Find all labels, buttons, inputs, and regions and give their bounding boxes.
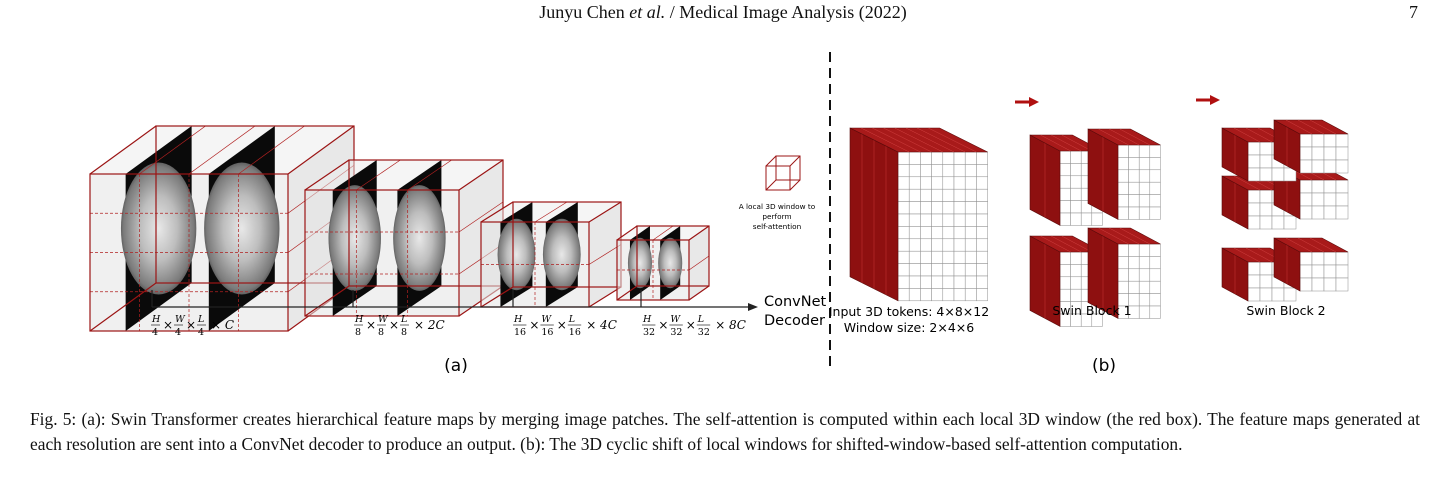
ct-body xyxy=(120,162,197,295)
stage-dimension-label: H4×W4×L4× C xyxy=(151,314,234,338)
fraction-numerator: H xyxy=(513,314,523,325)
times-symbol: × xyxy=(186,318,196,332)
ct-body xyxy=(542,218,581,291)
fraction-denominator: 8 xyxy=(401,327,407,338)
journal-name: / Medical Image Analysis (2022) xyxy=(665,2,907,22)
times-symbol: × xyxy=(529,318,539,332)
window-note-line: perform xyxy=(762,212,791,221)
ct-body xyxy=(658,237,683,289)
times-symbol: × xyxy=(557,318,567,332)
times-symbol: × xyxy=(163,318,173,332)
fraction-numerator: L xyxy=(197,314,204,325)
fraction-denominator: 32 xyxy=(643,327,655,338)
fraction-numerator: W xyxy=(670,314,681,325)
ct-body xyxy=(393,185,446,291)
fraction-denominator: 4 xyxy=(198,327,204,338)
decoder-label: ConvNet xyxy=(764,294,827,310)
channel-count: × C xyxy=(211,318,234,332)
shift-arrow-head-icon xyxy=(1029,97,1039,107)
fraction-numerator: H xyxy=(354,314,364,325)
cube-front-edge xyxy=(89,173,289,332)
fraction-numerator: W xyxy=(378,314,389,325)
token-block xyxy=(849,127,988,302)
swin-block-1-caption: Swin Block 1 xyxy=(1052,303,1131,318)
feature-map-cube xyxy=(616,225,710,301)
author-name: Junyu Chen xyxy=(539,2,630,22)
stage-dimension-label: H32×W32×L32× 8C xyxy=(642,314,746,338)
cube-front-edge xyxy=(616,239,690,301)
fraction-numerator: L xyxy=(568,314,575,325)
feature-map-cube xyxy=(480,201,622,308)
channel-count: × 2C xyxy=(414,318,445,332)
ct-body xyxy=(497,218,536,291)
cube-back-edge xyxy=(636,225,710,287)
window-note-line: self-attention xyxy=(753,222,801,231)
panel-b-label: (b) xyxy=(1092,356,1116,376)
times-symbol: × xyxy=(686,318,696,332)
token-block xyxy=(1273,119,1349,174)
running-head: Junyu Chen et al. / Medical Image Analys… xyxy=(0,2,1446,23)
swin-block-2-caption: Swin Block 2 xyxy=(1246,303,1325,318)
cube-front-edge xyxy=(304,189,460,317)
feature-map-cube xyxy=(304,159,504,317)
fraction-numerator: H xyxy=(642,314,652,325)
fraction-numerator: W xyxy=(541,314,552,325)
figure-caption: Fig. 5: (a): Swin Transformer creates hi… xyxy=(30,409,1420,454)
fraction-denominator: 4 xyxy=(175,327,181,338)
times-symbol: × xyxy=(389,318,399,332)
times-symbol: × xyxy=(366,318,376,332)
token-block xyxy=(1273,237,1349,292)
window-size-caption: Window size: 2×4×6 xyxy=(844,320,975,335)
ct-body xyxy=(627,237,652,289)
input-tokens-caption: Input 3D tokens: 4×8×12 xyxy=(829,304,989,319)
axis-arrow-icon xyxy=(748,303,758,311)
window-note-line: A local 3D window to xyxy=(739,202,816,211)
channel-count: × 8C xyxy=(715,318,746,332)
stage-dimension-label: H8×W8×L8× 2C xyxy=(354,314,445,338)
local-window-cube xyxy=(765,155,801,191)
decoder-label: Decoder xyxy=(764,313,825,329)
shift-arrow-head-icon xyxy=(1210,95,1220,105)
fraction-numerator: L xyxy=(697,314,704,325)
fraction-denominator: 16 xyxy=(541,327,553,338)
channel-count: × 4C xyxy=(586,318,617,332)
stage-dimension-label: H16×W16×L16× 4C xyxy=(513,314,617,338)
fraction-denominator: 32 xyxy=(670,327,682,338)
ct-body xyxy=(328,185,381,291)
token-block xyxy=(1029,134,1103,226)
fraction-denominator: 16 xyxy=(569,327,581,338)
token-block xyxy=(1087,227,1161,319)
fraction-numerator: L xyxy=(400,314,407,325)
et-al: et al. xyxy=(629,2,666,22)
page-header: Junyu Chen et al. / Medical Image Analys… xyxy=(0,2,1446,24)
ct-body xyxy=(204,162,280,295)
fraction-denominator: 16 xyxy=(514,327,526,338)
times-symbol: × xyxy=(658,318,668,332)
fraction-numerator: H xyxy=(151,314,161,325)
fraction-denominator: 8 xyxy=(355,327,361,338)
fraction-denominator: 4 xyxy=(152,327,158,338)
fraction-numerator: W xyxy=(175,314,186,325)
fraction-denominator: 32 xyxy=(698,327,710,338)
fraction-denominator: 8 xyxy=(378,327,384,338)
token-block xyxy=(1087,128,1161,220)
page-number: 7 xyxy=(1409,2,1418,22)
panel-a-label: (a) xyxy=(444,356,468,376)
